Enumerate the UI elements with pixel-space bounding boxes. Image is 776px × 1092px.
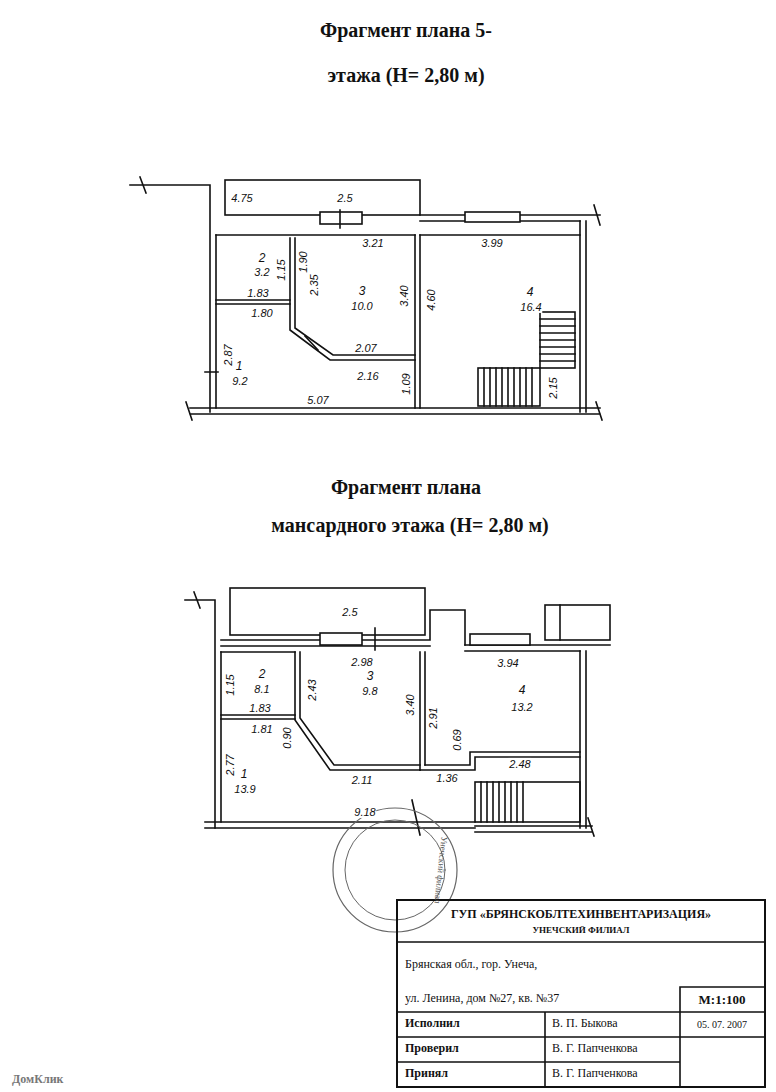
dimension-label: 2.98 [350,656,373,668]
title-block-cell: Брянская обл., гор. Унеча, [405,958,537,971]
title-block-cell: ГУП «БРЯНСКОБЛТЕХИНВЕНТАРИЗАЦИЯ» [451,908,711,921]
plan-heading: Фрагмент плана [331,476,481,498]
room-number: 3 [366,670,375,683]
dimension-label: 16.4 [519,301,542,313]
room-number: 1 [240,768,249,781]
dimension-label: 2.07 [354,342,377,354]
title-block-cell: В. Г. Папченкова [552,1067,638,1080]
dimension-label: 3.40 [398,284,410,307]
room-number: 4 [526,286,535,299]
dimension-label: 1.80 [250,307,273,319]
room-number: 2 [258,252,267,265]
dimension-label: 2.87 [222,343,234,366]
room-number: 2 [258,668,267,681]
dimension-label: 10.0 [350,300,373,312]
dimension-label: 2.35 [308,273,320,296]
title-block-cell: Проверил [405,1042,459,1055]
room-number: 3 [358,285,367,298]
dimension-label: 2.91 [427,706,439,729]
dimension-label: 3.99 [480,237,503,249]
dimension-label: 1.90 [297,250,309,273]
dimension-label: 2.16 [356,370,379,382]
room-number: 4 [518,684,527,697]
title-block-cell: 05. 07. 2007 [697,1019,747,1030]
dimension-label: 4.60 [425,288,437,311]
dimension-label: 0.90 [281,726,293,749]
dimension-label: 4.75 [230,192,253,204]
dimension-label: 1.83 [248,702,271,714]
plan-heading: Фрагмент плана 5-этажа (Н= 2,80 м) [317,8,495,98]
dimension-label: 1.36 [435,772,458,784]
dimension-label: 1.81 [250,723,273,735]
dimension-label: 9.8 [361,685,378,697]
dimension-label: 13.9 [233,783,256,795]
dimension-label: 1.09 [400,372,412,395]
dimension-label: 3.21 [361,237,384,249]
title-block-cell: Принял [405,1067,448,1080]
room-number: 1 [235,360,244,373]
dimension-label: 2.11 [351,774,374,786]
title-block-cell: В. Г. Папченкова [552,1042,638,1055]
dimension-label: 2.48 [508,758,531,770]
dimension-label: 1.15 [275,258,287,281]
dimension-label: 2.15 [547,376,559,399]
stamp-text: Унечский филиал [432,836,449,904]
dimension-label: 2.5 [341,606,358,618]
dimension-label: 3.2 [253,266,270,278]
title-block-cell: Исполнил [405,1017,460,1030]
watermark: ДомКлик [12,1073,63,1086]
dimension-label: 5.07 [306,394,329,406]
dimension-label: 3.40 [404,693,416,716]
dimension-label: 2.43 [306,678,318,701]
title-block-cell: В. П. Быкова [552,1017,618,1030]
dimension-label: 2.77 [224,753,236,776]
dimension-label: 1.15 [224,673,236,696]
dimension-label: 2.5 [336,192,353,204]
dimension-label: 9.2 [231,375,248,387]
dimension-label: 8.1 [253,683,270,695]
dimension-label: 13.2 [510,701,533,713]
dimension-label: 3.94 [496,657,519,669]
dimension-label: 0.69 [451,728,463,751]
dimension-label: 1.83 [246,287,269,299]
title-block-cell: ул. Ленина, дом №27, кв. №37 [405,992,559,1005]
plan-heading: мансардного этажа (Н= 2,80 м) [271,514,548,536]
title-block-cell: УНЕЧСКИЙ ФИЛИАЛ [532,926,629,936]
dimension-label: 9.18 [353,806,376,818]
title-block-cell: М:1:100 [699,993,746,1007]
